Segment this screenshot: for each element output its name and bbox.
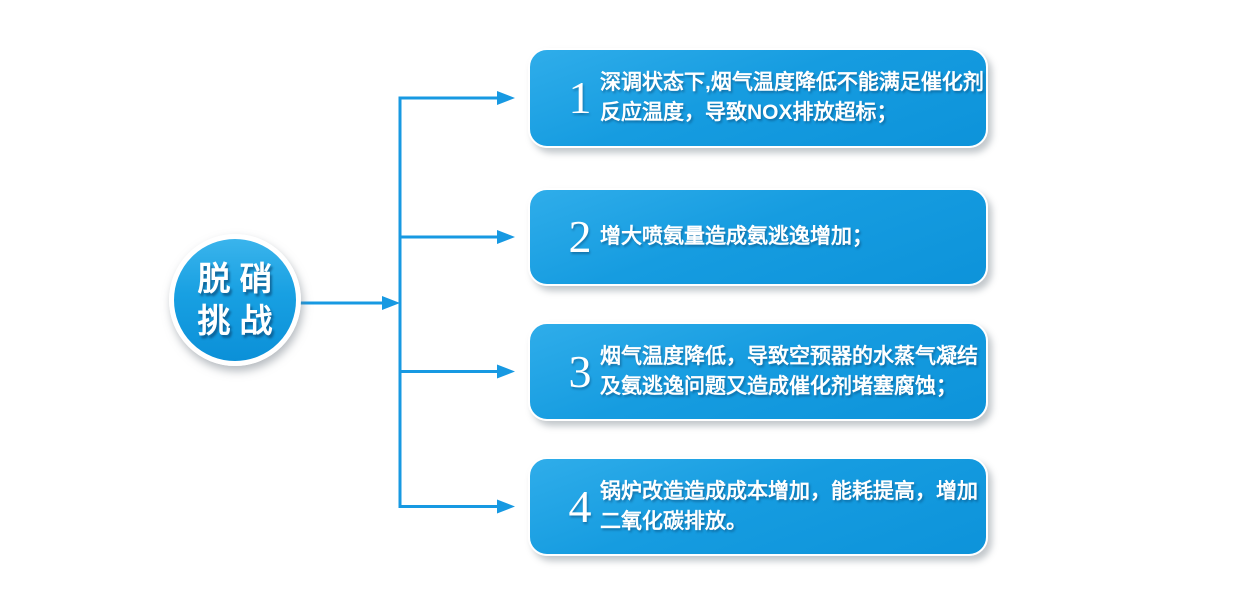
challenge-number-1: 1 (568, 72, 592, 123)
challenge-text-4-line2: 二氧化碳排放。 (600, 509, 747, 533)
challenge-box-3: 3 烟气温度降低，导致空预器的水蒸气凝结 及氨逃逸问题又造成催化剂堵塞腐蚀； (528, 322, 988, 421)
center-node-denitrification-challenge: 脱硝 挑战 (169, 234, 301, 366)
challenge-text-3: 烟气温度降低，导致空预器的水蒸气凝结 及氨逃逸问题又造成催化剂堵塞腐蚀； (600, 342, 978, 402)
center-node-label-line2: 挑战 (197, 302, 282, 339)
challenge-number-2: 2 (568, 211, 592, 262)
challenge-text-4-line1: 锅炉改造造成成本增加，能耗提高，增加 (600, 479, 978, 503)
challenge-text-3-line1: 烟气温度降低，导致空预器的水蒸气凝结 (600, 344, 978, 368)
center-node-label-line1: 脱硝 (197, 260, 282, 297)
arrowhead-main (382, 296, 400, 310)
arrowhead-branch-3 (497, 364, 515, 379)
challenge-text-3-line2: 及氨逃逸问题又造成催化剂堵塞腐蚀； (600, 374, 957, 398)
challenge-box-2: 2 增大喷氨量造成氨逃逸增加； (528, 188, 988, 286)
challenge-text-4: 锅炉改造造成成本增加，能耗提高，增加 二氧化碳排放。 (600, 477, 978, 537)
challenge-text-1-line1: 深调状态下,烟气温度降低不能满足催化剂 (600, 71, 984, 94)
challenge-text-1-line2: 反应温度，导致NOX排放超标； (600, 101, 898, 124)
arrowhead-branch-1 (497, 91, 515, 105)
arrowhead-branch-2 (497, 230, 515, 244)
challenge-text-2-line1: 增大喷氨量造成氨逃逸增加； (600, 225, 873, 248)
challenge-box-1: 1 深调状态下,烟气温度降低不能满足催化剂 反应温度，导致NOX排放超标； (528, 48, 988, 148)
challenge-text-1: 深调状态下,烟气温度降低不能满足催化剂 反应温度，导致NOX排放超标； (600, 68, 984, 128)
challenge-text-2: 增大喷氨量造成氨逃逸增加； (600, 222, 968, 252)
arrowhead-branch-4 (497, 499, 515, 514)
challenge-number-4: 4 (568, 480, 592, 532)
challenge-box-4: 4 锅炉改造造成成本增加，能耗提高，增加 二氧化碳排放。 (528, 457, 988, 556)
challenge-number-3: 3 (568, 345, 592, 397)
